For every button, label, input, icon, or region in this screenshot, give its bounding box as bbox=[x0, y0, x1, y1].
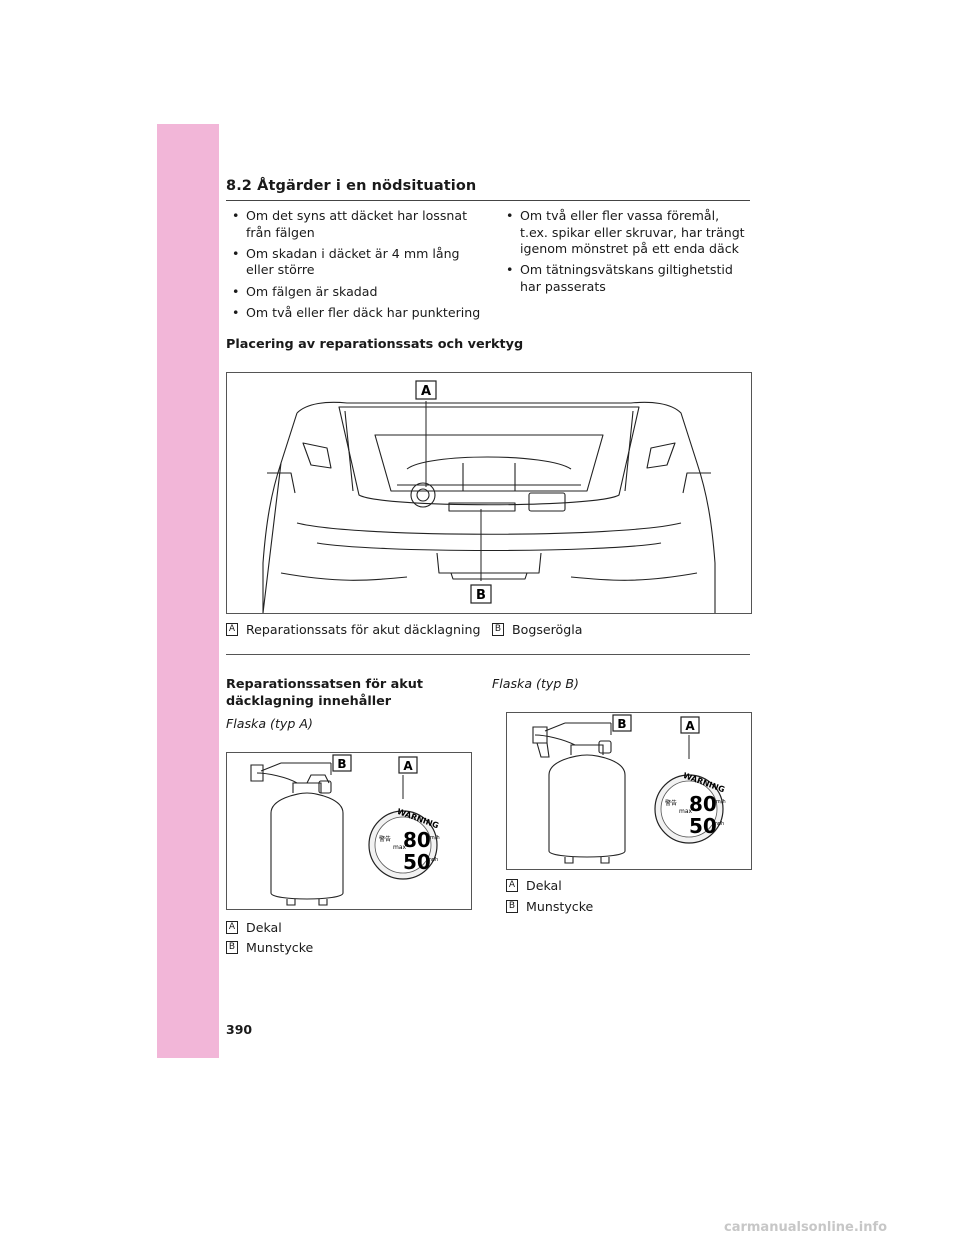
type-b-title: Flaska (typ B) bbox=[492, 676, 579, 691]
legend-key: B bbox=[492, 623, 504, 636]
legend-text: Dekal bbox=[526, 878, 562, 893]
section-header: 8.2 Åtgärder i en nödsituation bbox=[226, 178, 750, 201]
kit-heading: Reparationssatsen för akut däcklagning i… bbox=[226, 677, 424, 709]
type-b-legend-b: B Munstycke bbox=[506, 899, 593, 914]
callout-a-marker: A bbox=[680, 716, 700, 734]
svg-text:警告: 警告 bbox=[665, 799, 677, 807]
warning-decal: WARNING 警告 max 80 50 km/h mph bbox=[368, 807, 440, 880]
list-item: Om det syns att däcket har lossnat från … bbox=[226, 208, 481, 241]
bottle-type-b-figure: B A WARNING 警告 max 80 50 km/h mph bbox=[506, 712, 752, 870]
watermark: carmanualsonline.info bbox=[724, 1220, 888, 1235]
svg-text:A: A bbox=[685, 719, 695, 733]
type-b-legend-a: A Dekal bbox=[506, 878, 562, 893]
svg-text:B: B bbox=[337, 757, 346, 771]
page-number: 390 bbox=[226, 1022, 253, 1037]
svg-text:80: 80 bbox=[689, 792, 717, 816]
svg-text:50: 50 bbox=[403, 850, 431, 874]
list-item: Om tätningsvätskans giltighetstid har pa… bbox=[500, 262, 750, 295]
callout-a-marker: A bbox=[398, 756, 418, 774]
legend-key: B bbox=[226, 941, 238, 954]
svg-text:mph: mph bbox=[427, 857, 438, 863]
list-item: Om två eller fler vassa föremål, t.ex. s… bbox=[500, 208, 750, 258]
bottle-type-a-figure: B A WARNING 警告 max 80 50 km/h mph bbox=[226, 752, 472, 910]
callout-a-marker: A bbox=[415, 380, 437, 400]
svg-text:A: A bbox=[403, 759, 413, 773]
type-a-legend-a: A Dekal bbox=[226, 920, 282, 935]
car-trunk-illustration: A B bbox=[262, 380, 716, 614]
svg-text:B: B bbox=[617, 717, 626, 731]
bottle-type-b-illustration: B A WARNING 警告 max 80 50 km/h mph bbox=[532, 714, 726, 864]
list-item: Om skadan i däcket är 4 mm lång eller st… bbox=[226, 246, 481, 279]
warning-decal: WARNING 警告 max 80 50 km/h mph bbox=[654, 771, 726, 844]
bullet-list-left: Om det syns att däcket har lossnat från … bbox=[226, 208, 481, 326]
svg-text:B: B bbox=[476, 588, 486, 603]
legend-text: Reparationssats för akut däcklagning bbox=[246, 622, 481, 637]
legend-text: Munstycke bbox=[246, 940, 314, 955]
svg-text:max: max bbox=[393, 844, 407, 851]
bullet-list-right: Om två eller fler vassa föremål, t.ex. s… bbox=[500, 208, 750, 300]
callout-b-marker: B bbox=[612, 714, 632, 732]
svg-text:max: max bbox=[679, 808, 693, 815]
placement-heading: Placering av reparationssats och verktyg bbox=[226, 337, 524, 352]
legend-key: A bbox=[226, 921, 238, 934]
type-a-legend-b: B Munstycke bbox=[226, 940, 313, 955]
type-a-title: Flaska (typ A) bbox=[226, 716, 313, 731]
svg-text:50: 50 bbox=[689, 814, 717, 838]
section-divider bbox=[226, 654, 750, 655]
list-item: Om fälgen är skadad bbox=[226, 284, 481, 301]
legend-text: Bogserögla bbox=[512, 622, 583, 637]
svg-text:km/h: km/h bbox=[713, 799, 726, 805]
legend-text: Munstycke bbox=[526, 899, 594, 914]
svg-text:警告: 警告 bbox=[379, 835, 391, 843]
legend-item-a: A Reparationssats för akut däcklagning bbox=[226, 622, 480, 637]
svg-text:km/h: km/h bbox=[427, 835, 440, 841]
list-item: Om två eller fler däck har punktering bbox=[226, 305, 481, 322]
legend-key: A bbox=[226, 623, 238, 636]
legend-item-b: B Bogserögla bbox=[492, 622, 582, 637]
bottle-type-a-illustration: B A WARNING 警告 max 80 50 km/h mph bbox=[250, 754, 440, 906]
legend-key: A bbox=[506, 879, 518, 892]
callout-b-marker: B bbox=[470, 584, 492, 604]
trunk-figure: A B bbox=[226, 372, 752, 614]
legend-text: Dekal bbox=[246, 920, 282, 935]
legend-key: B bbox=[506, 900, 518, 913]
callout-b-marker: B bbox=[332, 754, 352, 772]
svg-text:A: A bbox=[421, 384, 431, 399]
chapter-side-tab bbox=[157, 124, 219, 1058]
svg-text:mph: mph bbox=[713, 821, 724, 827]
svg-text:80: 80 bbox=[403, 828, 431, 852]
